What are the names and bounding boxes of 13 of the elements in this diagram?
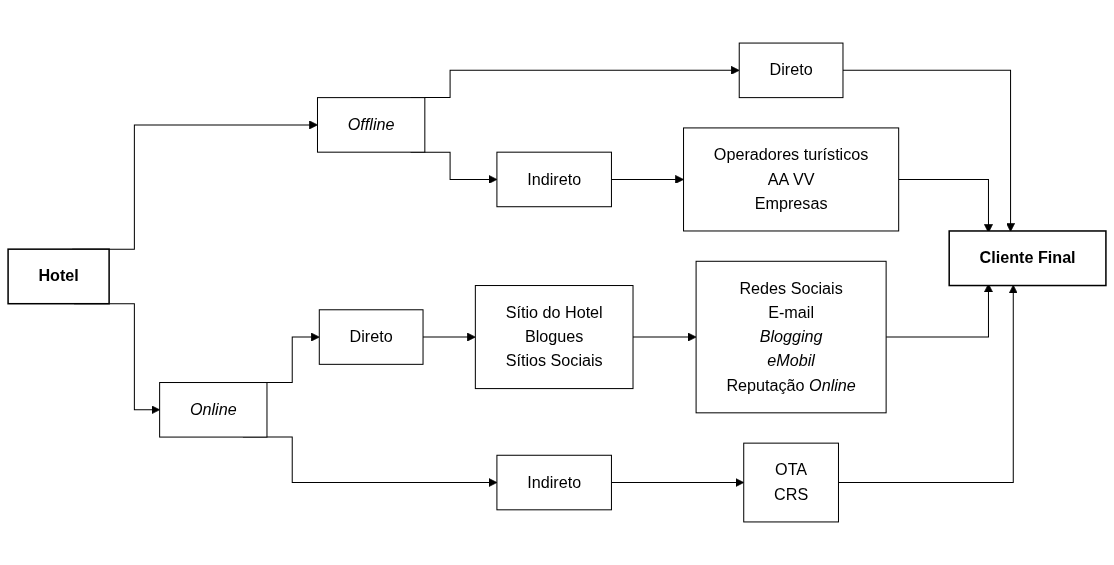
node-box: Direto [738,42,844,99]
node-box: Hotel [7,248,110,305]
node-box: Online [159,382,268,438]
arrow [842,69,1015,232]
node-box: Sítio do Hotel Blogues Sítios Sociais [474,285,634,390]
node-box: Cliente Final [948,230,1107,287]
node-box: OTA CRS [743,442,839,523]
node-box: Offline [317,97,426,153]
node-box: Redes Sociais E-mail Blogging eMobil Reputação Online [695,260,887,414]
node-box: Direto [318,309,424,365]
node-box: Indireto [496,454,612,511]
node-box: Operadores turísticos AA VV Empresas [683,127,900,232]
node-box: Indireto [496,151,612,208]
